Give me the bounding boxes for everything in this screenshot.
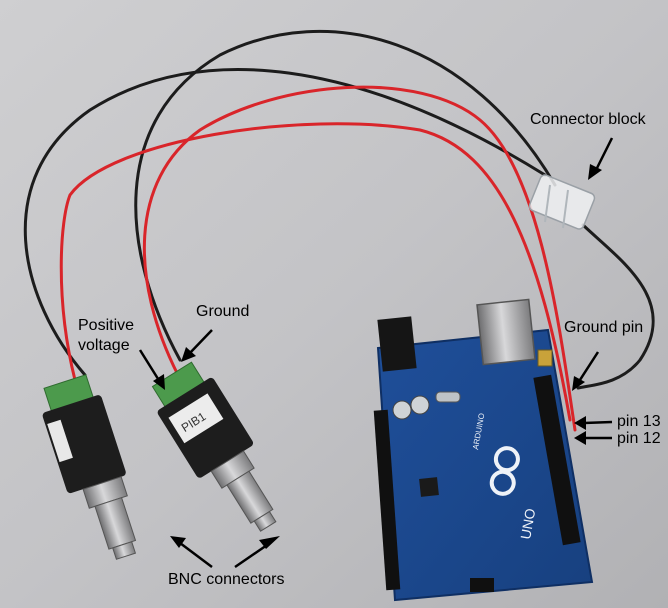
ground-pin-label: Ground pin [564, 319, 644, 336]
arrow-bnc-left [170, 536, 213, 568]
arrow-ground [181, 329, 213, 362]
connector-block-label: Connector block [530, 111, 646, 128]
bnc-connectors-label: BNC connectors [168, 571, 285, 588]
analog-header [373, 409, 401, 591]
arrow-pin12 [574, 431, 612, 445]
arduino-board: ARDUINO UNO [373, 298, 594, 602]
bnc-adapter-right: PIB1 [151, 361, 277, 532]
arrow-ground-pin [572, 351, 600, 391]
power-jack [377, 316, 417, 372]
bnc-adapter-left [42, 374, 137, 560]
crystal [435, 391, 461, 403]
digital-header [533, 374, 581, 546]
ground-label: Ground [196, 303, 250, 320]
icsp-header [470, 578, 494, 592]
black-wires [23, 29, 655, 390]
capacitor [392, 400, 412, 420]
microcontroller-chip [419, 477, 439, 497]
arrow-positive [138, 349, 165, 390]
usb-port [476, 298, 536, 366]
reset-button [537, 349, 553, 367]
pin12-label: pin 12 [617, 430, 661, 447]
arrow-connector-block [588, 137, 614, 180]
capacitor [410, 395, 430, 415]
board-model-text: UNO [517, 507, 538, 541]
arrow-pin13 [574, 416, 613, 430]
pin13-label: pin 13 [617, 413, 661, 430]
connector-block [528, 174, 596, 230]
positive-voltage-label-line1: Positive [78, 317, 135, 334]
positive-voltage-label-line2: voltage [78, 337, 130, 354]
red-wires [59, 85, 577, 432]
annotation-arrows [138, 137, 614, 569]
arrow-bnc-right [234, 536, 280, 569]
arduino-logo [489, 446, 520, 496]
